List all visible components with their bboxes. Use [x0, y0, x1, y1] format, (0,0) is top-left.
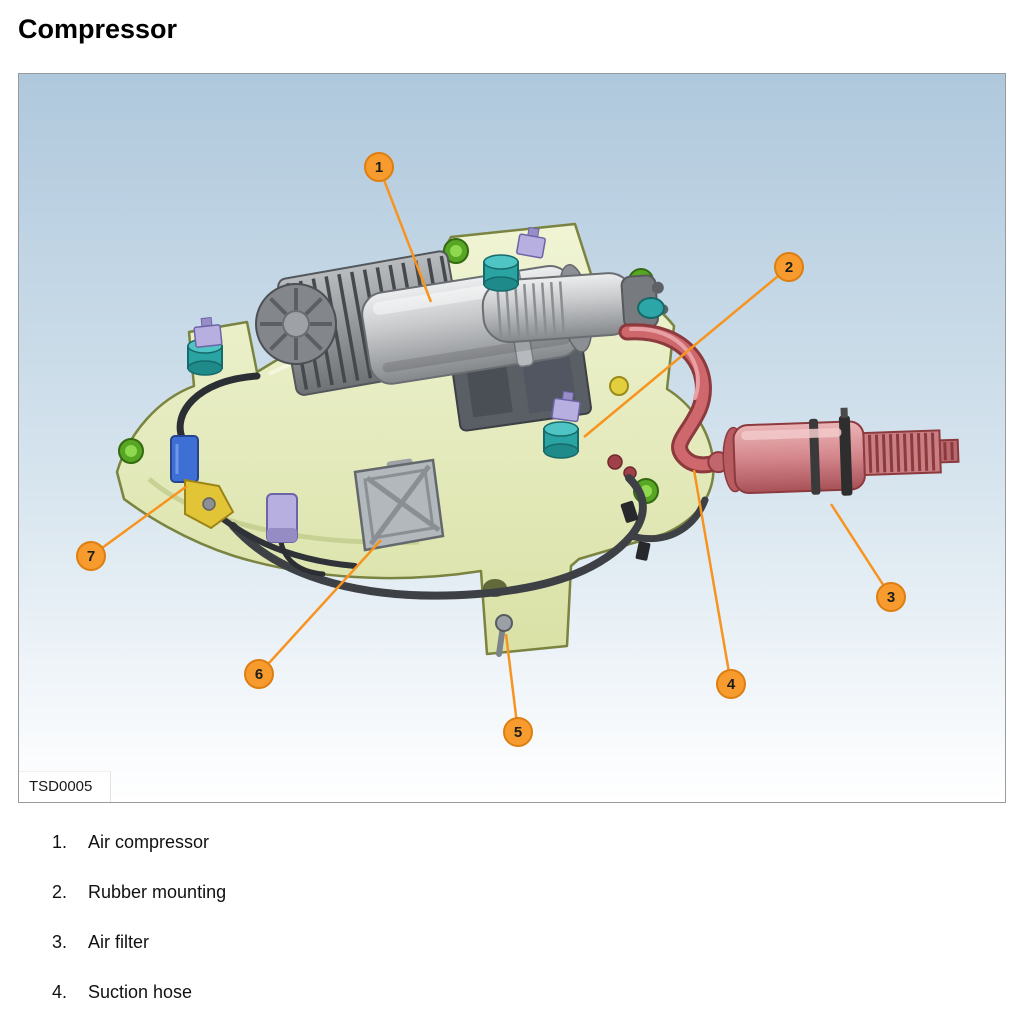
mounting-bolt	[495, 614, 513, 657]
air-filter	[707, 407, 960, 496]
electrical-connector	[353, 458, 445, 552]
legend-item-label: Suction hose	[88, 981, 193, 1002]
legend-item-4: 4. Suction hose	[52, 967, 1006, 1017]
red-port	[607, 454, 623, 470]
compressor-front-end	[255, 283, 337, 365]
legend-item-number: 1.	[52, 831, 68, 852]
ground-lead-connector	[170, 435, 235, 530]
legend-item-number: 4.	[52, 981, 68, 1002]
legend-item-number: 3.	[52, 931, 68, 952]
mount-bolts-purple	[193, 226, 581, 423]
compressor-illustration	[19, 74, 1005, 802]
teal-fitting	[637, 297, 665, 319]
legend-list: 1. Air compressor 2. Rubber mounting 3. …	[52, 817, 1006, 1017]
callout-leader-lines	[90, 166, 893, 733]
figure-label: TSD0005	[19, 771, 112, 802]
legend-item-number: 2.	[52, 881, 68, 902]
legend-item-2: 2. Rubber mounting	[52, 867, 1006, 917]
legend-item-1: 1. Air compressor	[52, 817, 1006, 867]
callout-marker-6: 6	[244, 659, 274, 689]
page-title: Compressor	[18, 14, 178, 44]
callout-marker-2: 2	[774, 252, 804, 282]
legend-item-label: Air compressor	[88, 831, 210, 852]
legend-item-3: 3. Air filter	[52, 917, 1006, 967]
callout-marker-3: 3	[876, 582, 906, 612]
compressor-figure: 1 2 3 4 5 6 7 TSD0005	[18, 73, 1006, 803]
suction-hose	[618, 323, 724, 474]
callout-marker-1: 1	[364, 152, 394, 182]
yellow-fitting	[609, 376, 629, 396]
legend-item-label: Rubber mounting	[88, 881, 227, 902]
harness-connector-purple	[266, 493, 298, 543]
callout-marker-4: 4	[716, 669, 746, 699]
legend-item-label: Air filter	[88, 931, 150, 952]
callout-marker-5: 5	[503, 717, 533, 747]
callout-marker-7: 7	[76, 541, 106, 571]
